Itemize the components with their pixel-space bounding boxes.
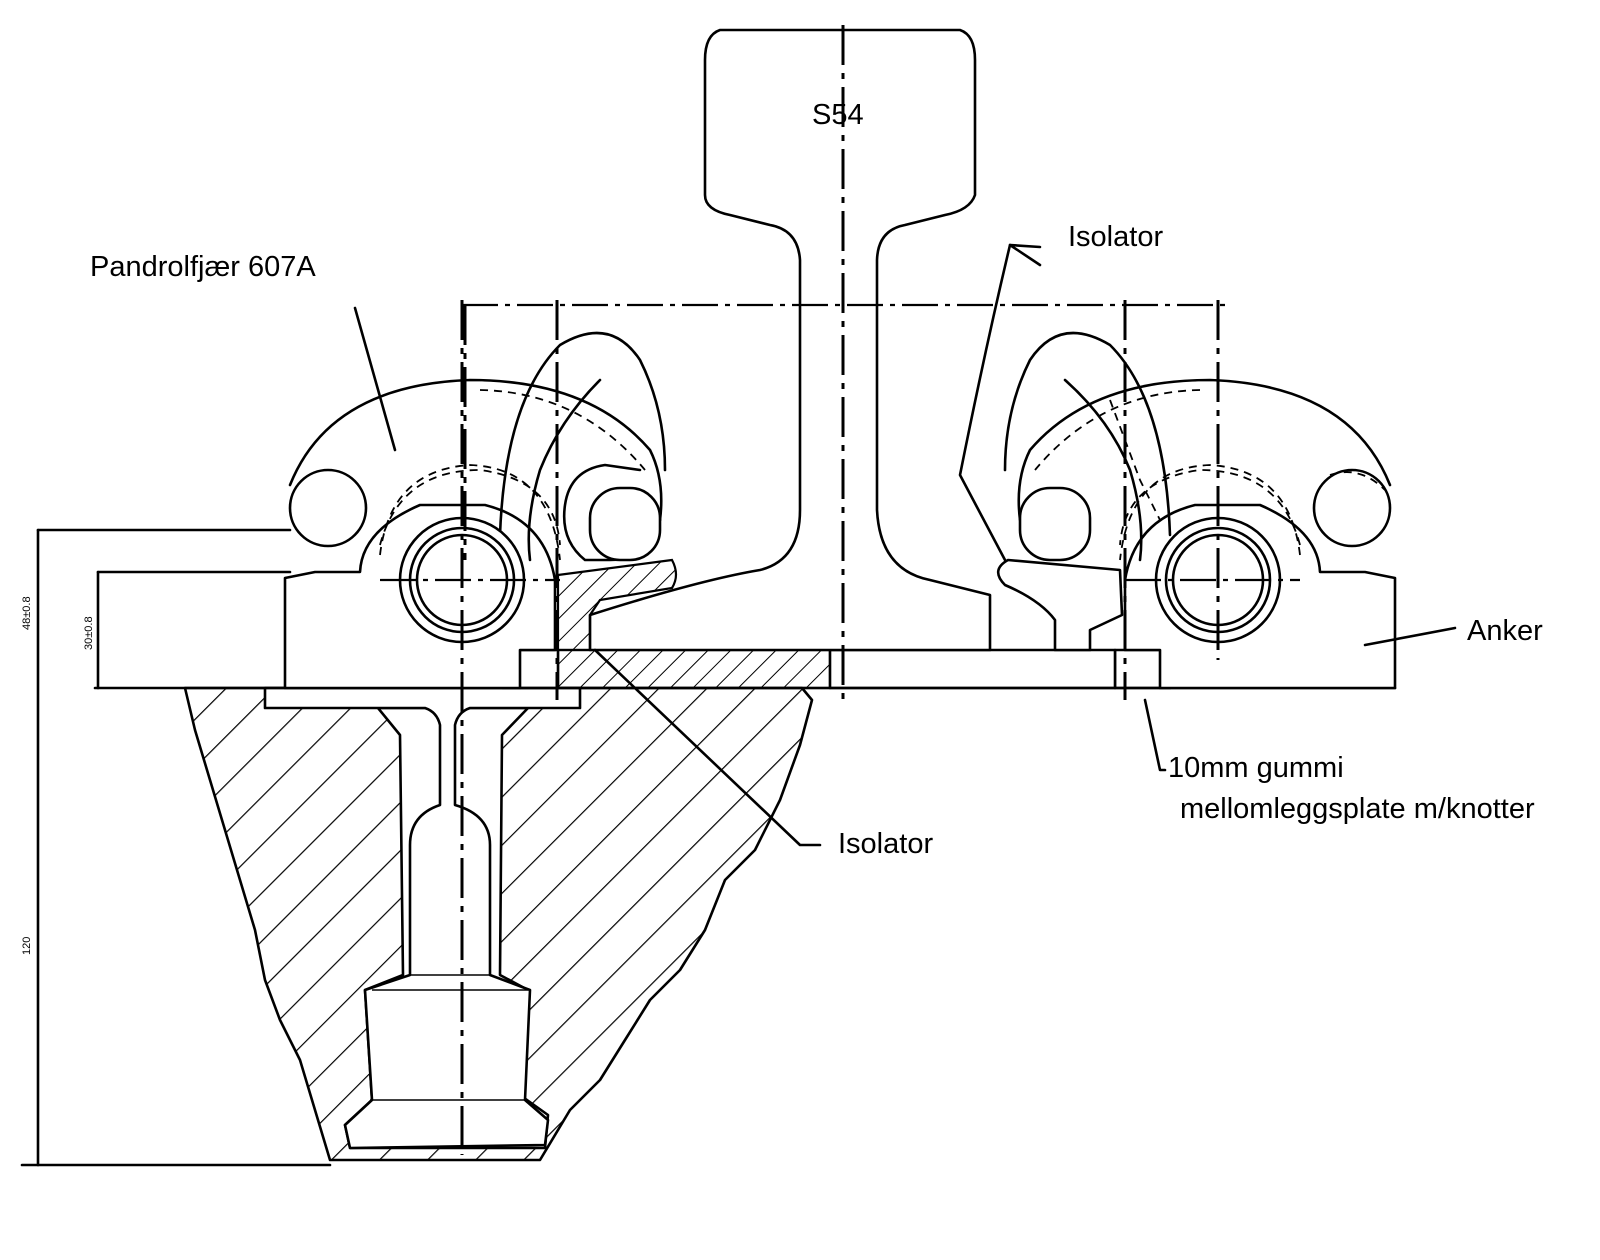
left-clip-assembly xyxy=(283,300,678,1155)
pad-label-line2: mellomleggsplate m/knotter xyxy=(1180,793,1535,825)
rail-s54: S54 xyxy=(588,28,992,652)
dim-outer-label: 48±0.8 xyxy=(21,596,33,630)
anchor-label: Anker xyxy=(1467,615,1543,647)
labels: Pandrolfjær 607A Isolator Anker Isolator… xyxy=(90,221,1543,860)
pad-label-line1: 10mm gummi xyxy=(1168,752,1344,784)
leader-lines xyxy=(353,243,1457,847)
dim-inner-label: 30±0.8 xyxy=(83,616,95,650)
isolator-bottom-label: Isolator xyxy=(838,828,933,860)
dim-depth-label: 120 xyxy=(21,937,33,955)
centerlines xyxy=(462,25,1225,700)
right-clip-assembly xyxy=(958,243,1397,700)
anchor-shank xyxy=(263,686,582,1150)
spring-label: Pandrolfjær 607A xyxy=(90,251,316,283)
dimension-lines: 48±0.8 30±0.8 120 xyxy=(20,528,332,1167)
isolator-top-label: Isolator xyxy=(1068,221,1163,253)
rail-label: S54 xyxy=(812,99,864,131)
